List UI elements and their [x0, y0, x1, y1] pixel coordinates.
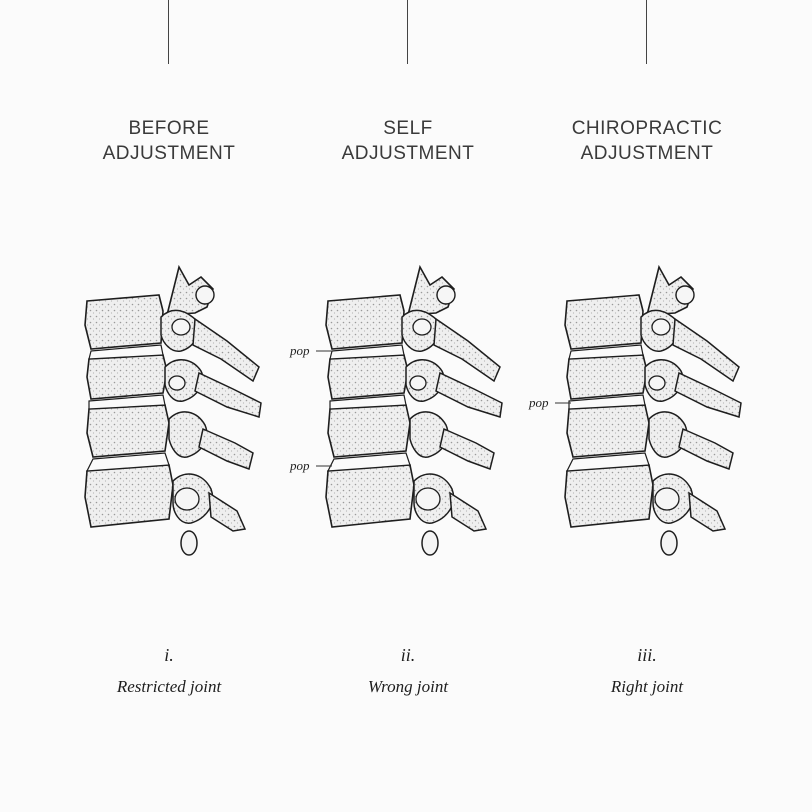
spine-illustration — [84, 266, 262, 556]
panel-caption: Restricted joint — [116, 677, 222, 696]
heading-line-1: SELF — [383, 117, 433, 139]
panel-caption: Right joint — [610, 677, 684, 696]
panel-numeral: iii. — [637, 645, 657, 665]
spine-illustration: pop pop — [289, 266, 503, 556]
top-divider-line — [168, 0, 169, 64]
panel-caption: Wrong joint — [367, 677, 449, 696]
heading-line-1: BEFORE — [128, 117, 210, 139]
heading-line-1: CHIROPRACTIC — [571, 117, 723, 139]
panel-chiropractic-adjustment: CHIROPRACTIC ADJUSTMENT pop iii. Right j… — [527, 0, 767, 812]
heading-line-2: ADJUSTMENT — [580, 142, 714, 164]
panel-numeral: ii. — [400, 645, 416, 665]
top-divider-line — [646, 0, 647, 64]
panel-heading: SELF ADJUSTMENT — [288, 116, 528, 166]
panel-self-adjustment: SELF ADJUSTMENT pop pop ii. Wrong joint — [288, 0, 528, 812]
panel-numeral: i. — [164, 645, 174, 665]
panel-heading: BEFORE ADJUSTMENT — [49, 116, 289, 166]
heading-line-2: ADJUSTMENT — [102, 142, 236, 164]
pop-label: pop — [289, 458, 310, 473]
panel-before-adjustment: BEFORE ADJUSTMENT i. Restricted joint — [49, 0, 289, 812]
spine-illustration: pop — [528, 266, 742, 556]
pop-label: pop — [289, 343, 310, 358]
panel-heading: CHIROPRACTIC ADJUSTMENT — [527, 116, 767, 166]
pop-label: pop — [528, 395, 549, 410]
top-divider-line — [407, 0, 408, 64]
heading-line-2: ADJUSTMENT — [341, 142, 475, 164]
